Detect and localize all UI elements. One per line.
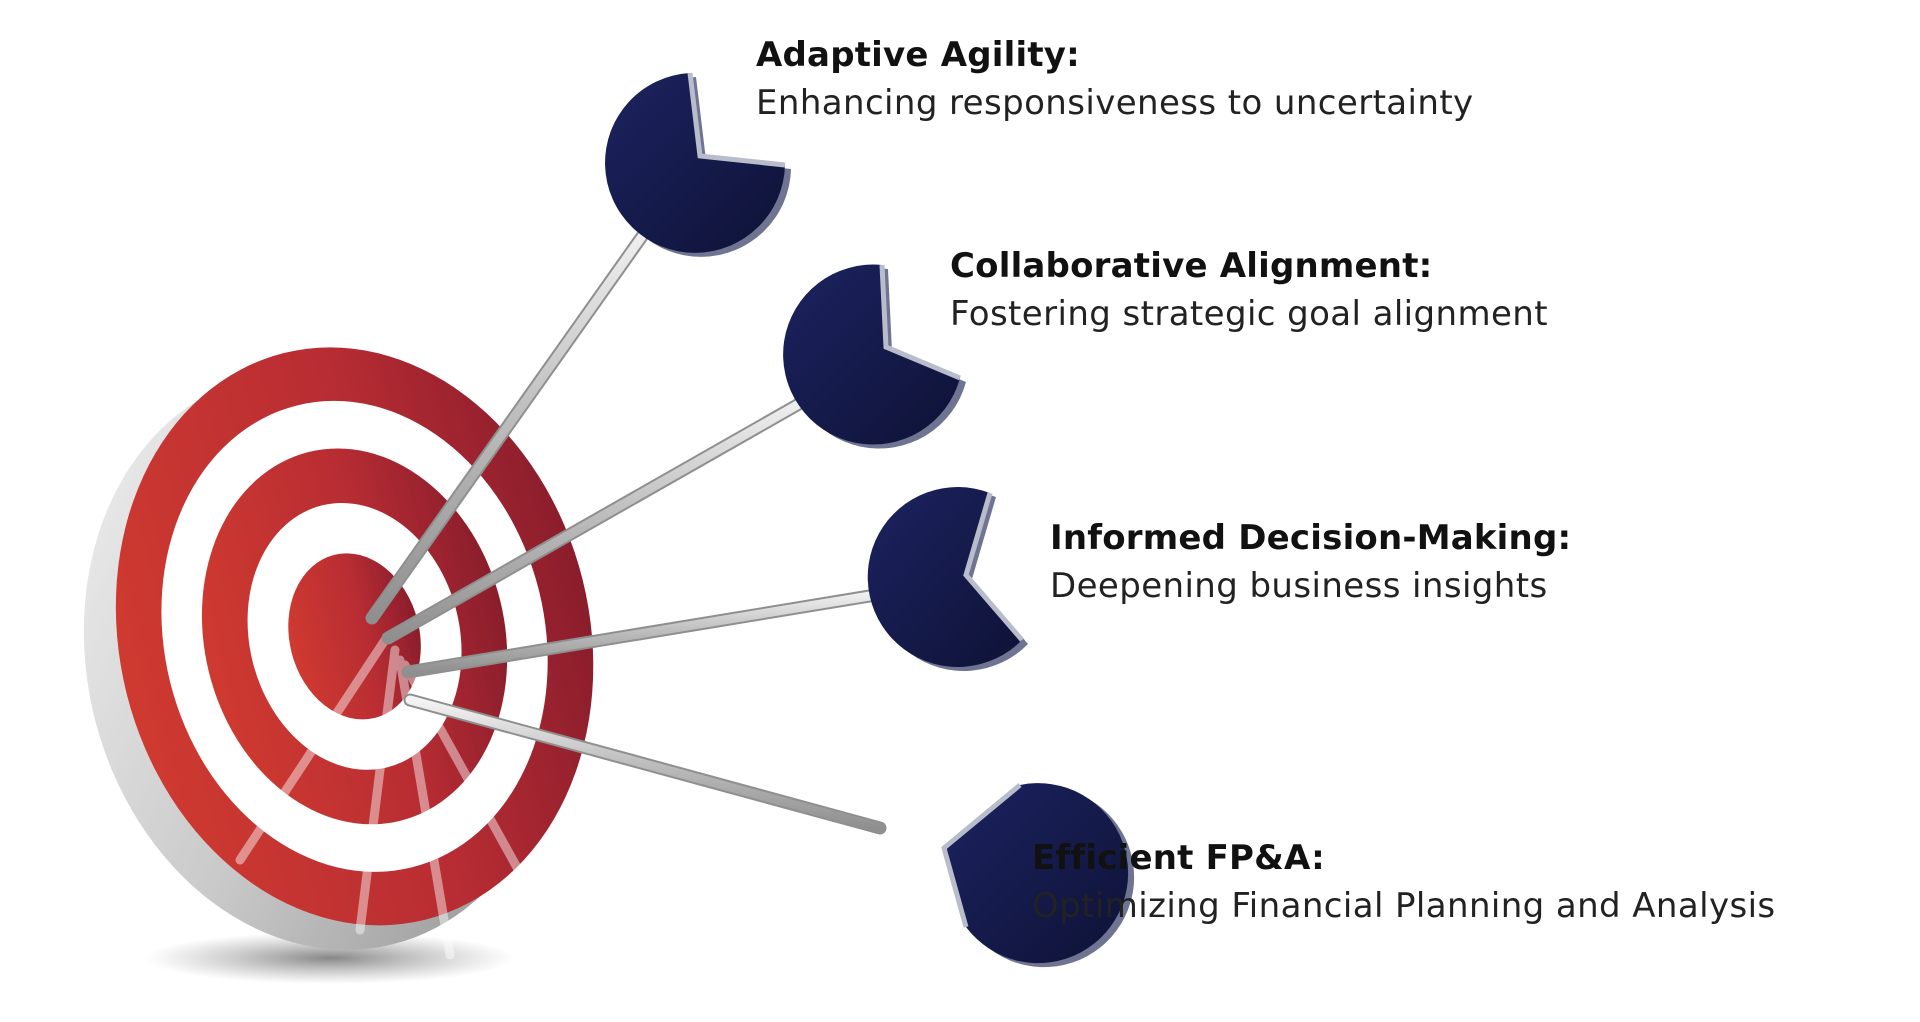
goal-description: Fostering strategic goal alignment [950,294,1548,334]
arrow-icon [783,264,966,449]
goal-item: Informed Decision-Making: Deepening busi… [1050,514,1571,610]
arrow-icon [941,783,1135,968]
arrow-heads [605,72,1135,968]
goal-title: Informed Decision-Making: [1050,518,1572,558]
goal-item: Adaptive Agility: Enhancing responsivene… [756,31,1474,127]
goal-title: Adaptive Agility: [756,35,1080,75]
goal-description: Deepening business insights [1050,566,1548,606]
arrow-shafts [365,211,907,835]
arrow-icon [605,72,791,257]
goal-description: Enhancing responsiveness to uncertainty [756,83,1474,123]
target-shadow [145,932,515,984]
arrow-icon [867,487,1028,672]
goal-item: Collaborative Alignment: Fostering strat… [950,242,1548,338]
goal-item: Efficient FP&A: Optimizing Financial Pla… [1032,834,1776,930]
goal-description: Optimizing Financial Planning and Analys… [1032,886,1776,926]
goal-title: Efficient FP&A: [1032,838,1325,878]
goal-title: Collaborative Alignment: [950,246,1433,286]
